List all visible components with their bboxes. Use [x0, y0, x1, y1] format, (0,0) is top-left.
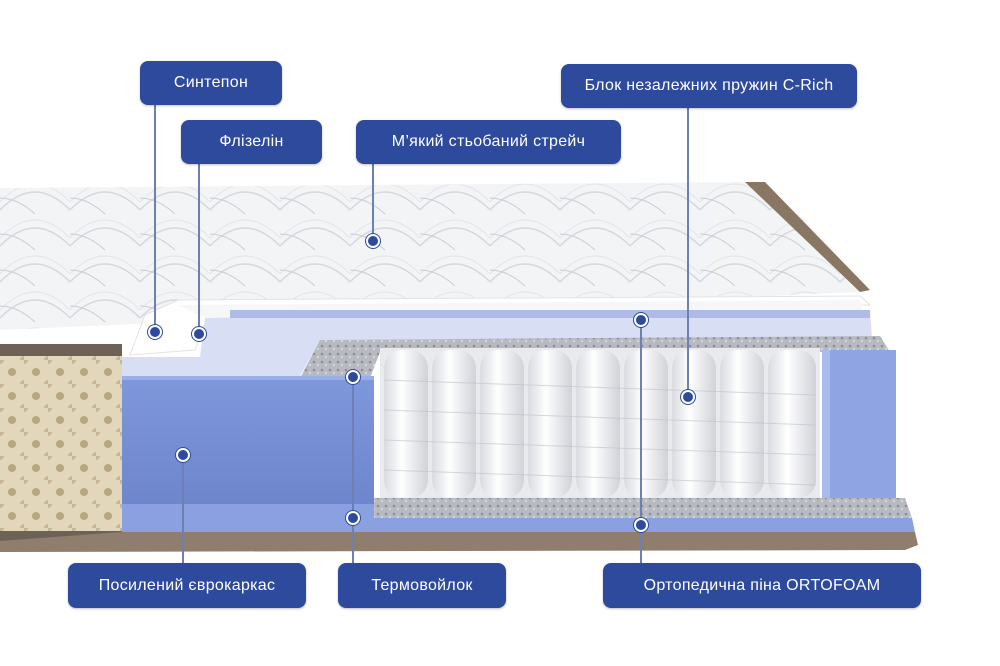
label-thermofelt: Термовойлок — [338, 563, 506, 608]
marker-dot-thermofelt-bottom — [346, 511, 360, 525]
label-flizelin: Флізелін — [181, 120, 322, 164]
leader-line-stretch — [372, 163, 374, 240]
label-springs: Блок незалежних пружин C-Rich — [561, 64, 857, 108]
label-eurocarcass: Посилений єврокаркас — [68, 563, 306, 608]
marker-dot-eurocarcass — [176, 448, 190, 462]
label-ortofoam: Ортопедична піна ORTOFOAM — [603, 563, 921, 608]
leader-line-springs — [687, 107, 689, 397]
label-text: Термовойлок — [371, 576, 473, 594]
leader-line-flizelin — [198, 163, 200, 333]
marker-dot-ortofoam-bottom — [634, 518, 648, 532]
marker-dot-springs — [681, 390, 695, 404]
label-syntepon: Синтепон — [140, 61, 282, 105]
label-text: Флізелін — [219, 133, 284, 150]
leader-line-thermofelt — [352, 376, 354, 565]
label-stretch: М’який стьобаний стрейч — [356, 120, 621, 164]
leader-line-eurocarcass — [182, 455, 184, 565]
marker-dot-stretch — [366, 234, 380, 248]
label-text: Ортопедична піна ORTOFOAM — [643, 576, 881, 594]
label-text: Синтепон — [173, 74, 249, 91]
marker-dot-ortofoam-top — [634, 313, 648, 327]
marker-dot-thermofelt-top — [346, 370, 360, 384]
label-text: М’який стьобаний стрейч — [391, 133, 586, 150]
leader-line-syntepon — [154, 105, 156, 331]
label-text: Посилений єврокаркас — [98, 576, 276, 594]
marker-dot-syntepon — [148, 325, 162, 339]
marker-dot-flizelin — [192, 327, 206, 341]
leader-line-ortofoam — [640, 320, 642, 565]
label-text: Блок незалежних пружин C-Rich — [584, 77, 834, 94]
